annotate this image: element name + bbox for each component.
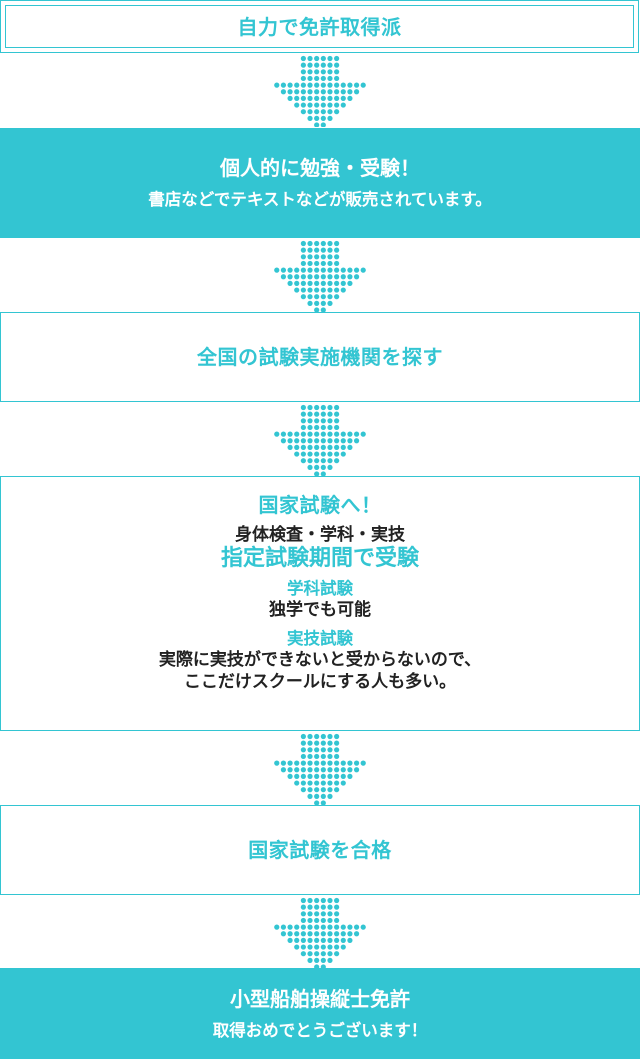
step-national-exam-title: 国家試験へ！ bbox=[258, 493, 382, 517]
exam-subjects-text: 身体検査・学科・実技 bbox=[235, 525, 405, 545]
step-personal-study-subtitle: 書店などでテキストなどが販売されています。 bbox=[148, 190, 492, 210]
down-arrow-icon bbox=[273, 895, 367, 969]
step-find-exam-title: 全国の試験実施機関を探す bbox=[197, 345, 443, 369]
written-exam-label: 学科試験 bbox=[287, 579, 353, 599]
step-pass-exam-box: 国家試験を合格 bbox=[0, 805, 640, 895]
practical-exam-label: 実技試験 bbox=[287, 629, 353, 649]
down-arrow-icon bbox=[273, 238, 367, 312]
step-self-study-title: 自力で免許取得派 bbox=[237, 14, 402, 39]
step-personal-study-box: 個人的に勉強・受験！ 書店などでテキストなどが販売されています。 bbox=[0, 128, 640, 238]
step-self-study-inner-border: 自力で免許取得派 bbox=[5, 5, 634, 48]
written-exam-note: 独学でも可能 bbox=[269, 600, 371, 621]
down-arrow-icon bbox=[273, 53, 367, 127]
step-license-title: 小型船舶操縦士免許 bbox=[230, 986, 410, 1011]
down-arrow-icon bbox=[273, 402, 367, 476]
step-self-study-box: 自力で免許取得派 bbox=[0, 0, 639, 53]
step-pass-exam-title: 国家試験を合格 bbox=[248, 838, 392, 862]
step-personal-study-title: 個人的に勉強・受験！ bbox=[220, 156, 420, 181]
step-license-acquired-box: 小型船舶操縦士免許 取得おめでとうございます！ bbox=[0, 968, 640, 1059]
practical-exam-note-line2: ここだけスクールにする人も多い。 bbox=[183, 672, 457, 693]
step-license-subtitle: 取得おめでとうございます！ bbox=[212, 1020, 428, 1040]
step-national-exam-box: 国家試験へ！ 身体検査・学科・実技 指定試験期間で受験 学科試験 独学でも可能 … bbox=[0, 476, 640, 731]
down-arrow-icon bbox=[273, 731, 367, 805]
practical-exam-note-line1: 実際に実技ができないと受からないので、 bbox=[158, 650, 482, 671]
step-find-exam-box: 全国の試験実施機関を探す bbox=[0, 312, 640, 402]
exam-period-highlight: 指定試験期間で受験 bbox=[220, 546, 419, 572]
